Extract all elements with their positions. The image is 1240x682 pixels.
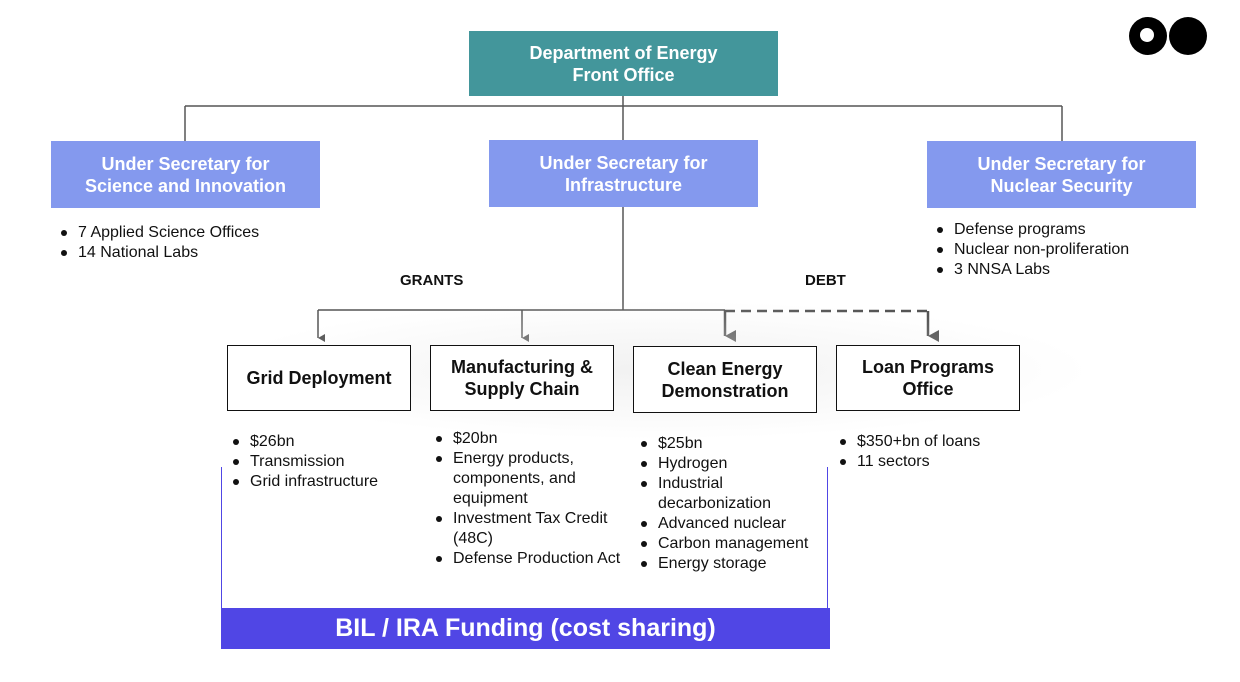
list-item: Industrial decarbonization (639, 474, 829, 514)
front-office-box: Department of Energy Front Office (469, 31, 778, 96)
loan-programs-office-box: Loan Programs Office (836, 345, 1020, 411)
list-item: Hydrogen (639, 454, 829, 474)
list-item: $20bn (434, 429, 624, 449)
list-item: 3 NNSA Labs (935, 260, 1129, 280)
list-item: 11 sectors (838, 452, 1038, 472)
list-item: Grid infrastructure (231, 472, 416, 492)
list-item: Defense programs (935, 220, 1129, 240)
manufacturing-supply-chain-box: Manufacturing & Supply Chain (430, 345, 614, 411)
clean-energy-bullets: $25bn Hydrogen Industrial decarbonizatio… (639, 434, 829, 574)
list-item: Energy products, components, and equipme… (434, 449, 624, 509)
list-item: Advanced nuclear (639, 514, 829, 534)
grid-deployment-bullets: $26bn Transmission Grid infrastructure (231, 432, 416, 492)
funding-bracket (221, 467, 828, 608)
list-item: $25bn (639, 434, 829, 454)
list-item: Nuclear non-proliferation (935, 240, 1129, 260)
list-item: Investment Tax Credit (48C) (434, 509, 624, 549)
grid-deployment-box: Grid Deployment (227, 345, 411, 411)
nuclear-bullets: Defense programs Nuclear non-proliferati… (935, 220, 1129, 280)
clean-energy-demonstration-box: Clean Energy Demonstration (633, 346, 817, 413)
debt-label: DEBT (805, 272, 846, 289)
list-item: 14 National Labs (59, 243, 259, 263)
list-item: $350+bn of loans (838, 432, 1038, 452)
under-secretary-nuclear-box: Under Secretary for Nuclear Security (927, 141, 1196, 208)
list-item: Transmission (231, 452, 416, 472)
list-item: 7 Applied Science Offices (59, 223, 259, 243)
loan-programs-bullets: $350+bn of loans 11 sectors (838, 432, 1038, 472)
manufacturing-bullets: $20bn Energy products, components, and e… (434, 429, 624, 569)
list-item: Defense Production Act (434, 549, 624, 569)
list-item: Carbon management (639, 534, 829, 554)
science-bullets: 7 Applied Science Offices 14 National La… (59, 223, 259, 263)
list-item: Energy storage (639, 554, 829, 574)
list-item: $26bn (231, 432, 416, 452)
under-secretary-science-box: Under Secretary for Science and Innovati… (51, 141, 320, 208)
bil-ira-funding-banner: BIL / IRA Funding (cost sharing) (221, 608, 830, 649)
grants-label: GRANTS (400, 272, 464, 289)
under-secretary-infrastructure-box: Under Secretary for Infrastructure (489, 140, 758, 207)
